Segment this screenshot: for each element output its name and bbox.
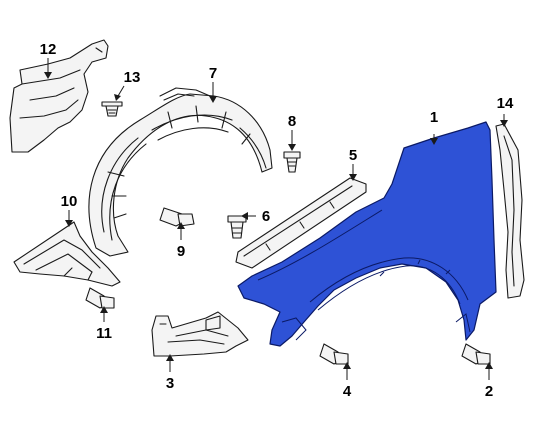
fender-mounting-bracket[interactable] xyxy=(151,311,249,357)
shield-clip[interactable] xyxy=(101,101,123,117)
callout-7: 7 xyxy=(209,65,217,82)
fender-bolt-lower-front[interactable] xyxy=(319,343,349,365)
clip[interactable] xyxy=(227,215,247,239)
callout-10: 10 xyxy=(61,193,78,210)
fender-rear-seal[interactable] xyxy=(495,123,525,299)
callout-4: 4 xyxy=(343,383,352,400)
splash-shield-bolt[interactable] xyxy=(85,287,115,309)
front-fender[interactable] xyxy=(237,121,497,347)
lower-splash-shield[interactable] xyxy=(13,221,121,287)
callout-8: 8 xyxy=(288,113,296,130)
callout-9: 9 xyxy=(177,243,185,260)
fender-upper-rail-seal[interactable] xyxy=(235,177,367,269)
push-clip[interactable] xyxy=(283,151,301,173)
fender-liner[interactable] xyxy=(88,87,273,257)
callout-14: 14 xyxy=(497,95,514,112)
callout-12: 12 xyxy=(40,41,57,58)
rear-splash-shield[interactable] xyxy=(9,39,109,153)
callout-11: 11 xyxy=(96,325,112,342)
callout-3: 3 xyxy=(166,375,174,392)
callout-13: 13 xyxy=(124,69,141,86)
callout-2: 2 xyxy=(485,383,493,400)
callout-6: 6 xyxy=(262,208,270,225)
callout-1: 1 xyxy=(430,109,438,126)
liner-bolt[interactable] xyxy=(159,207,195,227)
fender-bolt-lower-rear[interactable] xyxy=(461,343,491,365)
callout-labels: 12 13 7 8 5 1 14 6 9 10 11 3 4 2 xyxy=(40,41,514,400)
leader-lines xyxy=(44,58,508,380)
callout-5: 5 xyxy=(349,147,357,164)
